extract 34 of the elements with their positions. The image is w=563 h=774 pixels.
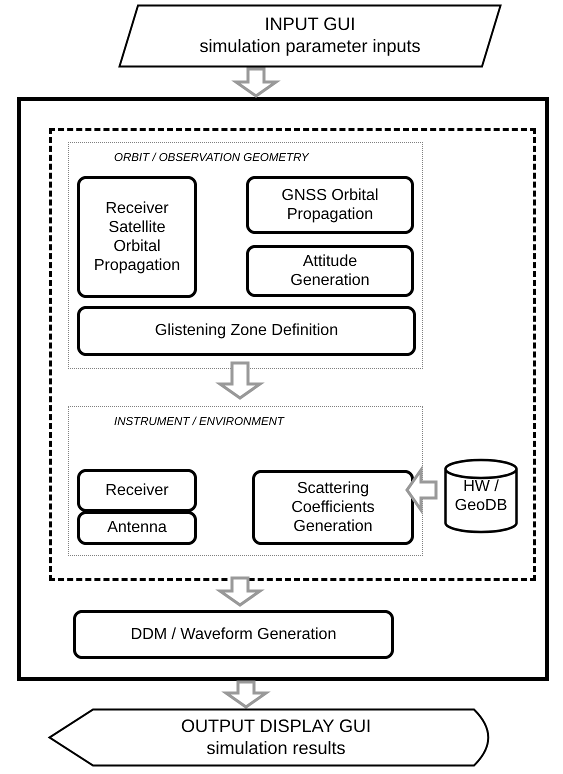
node-label: HW / GeoDB bbox=[454, 476, 508, 516]
node-label: simulation parameter inputs bbox=[199, 36, 421, 58]
node-label: Receiver Satellite Orbital Propagation bbox=[94, 198, 180, 276]
panel-title: INSTRUMENT / ENVIRONMENT bbox=[114, 416, 284, 430]
node-label: Scattering Coefficients Generation bbox=[290, 478, 376, 536]
block-arrow bbox=[215, 362, 265, 400]
process-box bbox=[246, 245, 414, 297]
process-box bbox=[77, 176, 197, 298]
node-label: DDM / Waveform Generation bbox=[130, 624, 336, 644]
module-panel bbox=[68, 142, 423, 369]
block-arrow bbox=[215, 576, 265, 607]
database-cylinder bbox=[444, 459, 518, 533]
input-parallelogram bbox=[118, 4, 502, 68]
dashed-group-frame bbox=[49, 128, 536, 581]
node-label: simulation results bbox=[206, 738, 346, 760]
node-label: Attitude Generation bbox=[289, 252, 371, 290]
process-box bbox=[73, 610, 394, 659]
panel-title: ORBIT / OBSERVATION GEOMETRY bbox=[114, 152, 309, 166]
node-label: Antenna bbox=[107, 518, 167, 538]
block-arrow bbox=[231, 68, 281, 98]
node-label: Glistening Zone Definition bbox=[154, 321, 338, 341]
node-label: INPUT GUI bbox=[264, 14, 356, 36]
process-box bbox=[252, 470, 414, 545]
process-box bbox=[77, 511, 197, 545]
process-box bbox=[246, 176, 414, 234]
node-label: Receiver bbox=[105, 480, 169, 500]
node-label: OUTPUT DISPLAY GUI bbox=[180, 716, 372, 738]
node-label: GNSS Orbital Propagation bbox=[280, 186, 380, 224]
module-panel bbox=[68, 406, 423, 556]
block-arrow bbox=[221, 680, 271, 709]
system-frame bbox=[17, 97, 549, 681]
process-box bbox=[77, 469, 197, 512]
block-arrow bbox=[405, 465, 438, 515]
process-box bbox=[77, 306, 416, 356]
